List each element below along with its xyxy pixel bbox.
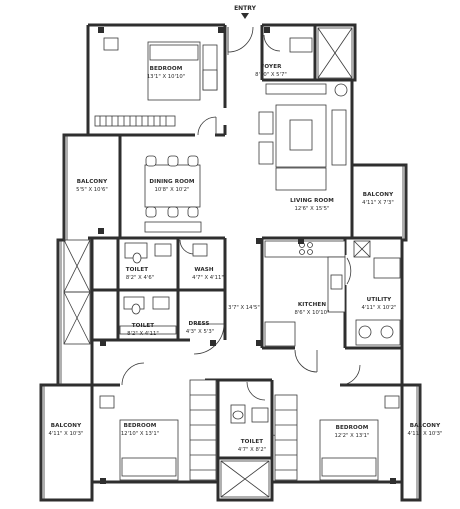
wash-dims: 4'7" X 4'11"	[192, 275, 224, 281]
dining-room-name: DINING ROOM	[149, 179, 195, 185]
bedroom-bottom-right-name: BEDROOM	[336, 425, 369, 431]
bed-bottom-right	[274, 394, 400, 481]
glazing	[40, 135, 421, 500]
living-room-name: LIVING ROOM	[290, 198, 334, 204]
balcony-left-top-dims: 5'5" X 10'6"	[76, 187, 108, 193]
toilet-fixtures-top	[124, 242, 208, 264]
balcony-right-bottom-dims: 4'11" X 10'3"	[407, 431, 442, 437]
columns	[98, 27, 396, 484]
dining-room-dims: 10'8" X 10'2"	[154, 187, 189, 193]
balcony-left-bottom-name: BALCONY	[51, 423, 82, 429]
shaft-bottom	[220, 460, 270, 498]
bedroom-top-name: BEDROOM	[150, 66, 183, 72]
dining-table	[144, 155, 202, 233]
shaft-top	[317, 27, 353, 79]
toilet-1-dims: 8'2" X 4'6"	[126, 275, 154, 281]
toilet-2-name: TOILET	[132, 323, 155, 329]
bedroom-bottom-left-name: BEDROOM	[124, 423, 157, 429]
passage-dims: 3'7" X 14'5"	[228, 305, 260, 311]
utility-name: UTILITY	[367, 297, 393, 303]
living-sofa	[258, 83, 348, 191]
utility-dims: 4'11" X 10'2"	[361, 305, 396, 311]
doors	[121, 26, 361, 454]
kitchen-name: KITCHEN	[298, 302, 326, 308]
bed-top	[94, 37, 218, 127]
kitchen-duct	[353, 240, 371, 258]
room-labels: BEDROOM 13'1" X 10'10" FOYER 8'10" X 5'7…	[48, 64, 442, 453]
toilet-fixtures-bottom	[230, 404, 269, 424]
foyer-console	[265, 37, 327, 95]
toilet-3-name: TOILET	[241, 439, 264, 445]
window-panel-left	[63, 239, 91, 345]
interior-walls	[58, 25, 404, 482]
utility-fixtures	[355, 257, 401, 346]
foyer-name: FOYER	[260, 64, 282, 70]
toilet-2-dims: 8'2" X 4'11"	[127, 331, 159, 337]
kitchen-dims: 8'6" X 10'10"	[294, 310, 329, 316]
bedroom-bottom-left-dims: 12'10" X 13'1"	[121, 431, 159, 437]
toilet-1-name: TOILET	[126, 267, 149, 273]
entry-label: ENTRY	[234, 5, 257, 12]
dress-dims: 4'3" X 5'3"	[186, 329, 214, 335]
balcony-left-bottom-dims: 4'11" X 10'3"	[48, 431, 83, 437]
balcony-right-bottom-name: BALCONY	[410, 423, 441, 429]
balcony-right-top-name: BALCONY	[363, 192, 394, 198]
balcony-left-top-name: BALCONY	[77, 179, 108, 185]
kitchen-counter	[264, 240, 346, 347]
bedroom-top-dims: 13'1" X 10'10"	[147, 74, 185, 80]
toilet-fixtures-middle	[119, 296, 177, 335]
bed-bottom-left	[99, 379, 217, 481]
dress-name: DRESS	[188, 321, 209, 327]
entry-arrow-icon	[241, 13, 249, 19]
foyer-dims: 8'10" X 5'7"	[255, 72, 287, 78]
bedroom-bottom-right-dims: 12'2" X 13'1"	[334, 433, 369, 439]
wash-name: WASH	[194, 267, 214, 273]
living-room-dims: 12'6" X 15'5"	[294, 206, 329, 212]
balcony-right-top-dims: 4'11" X 7'3"	[362, 200, 394, 206]
toilet-3-dims: 4'7" X 8'2"	[238, 447, 266, 453]
